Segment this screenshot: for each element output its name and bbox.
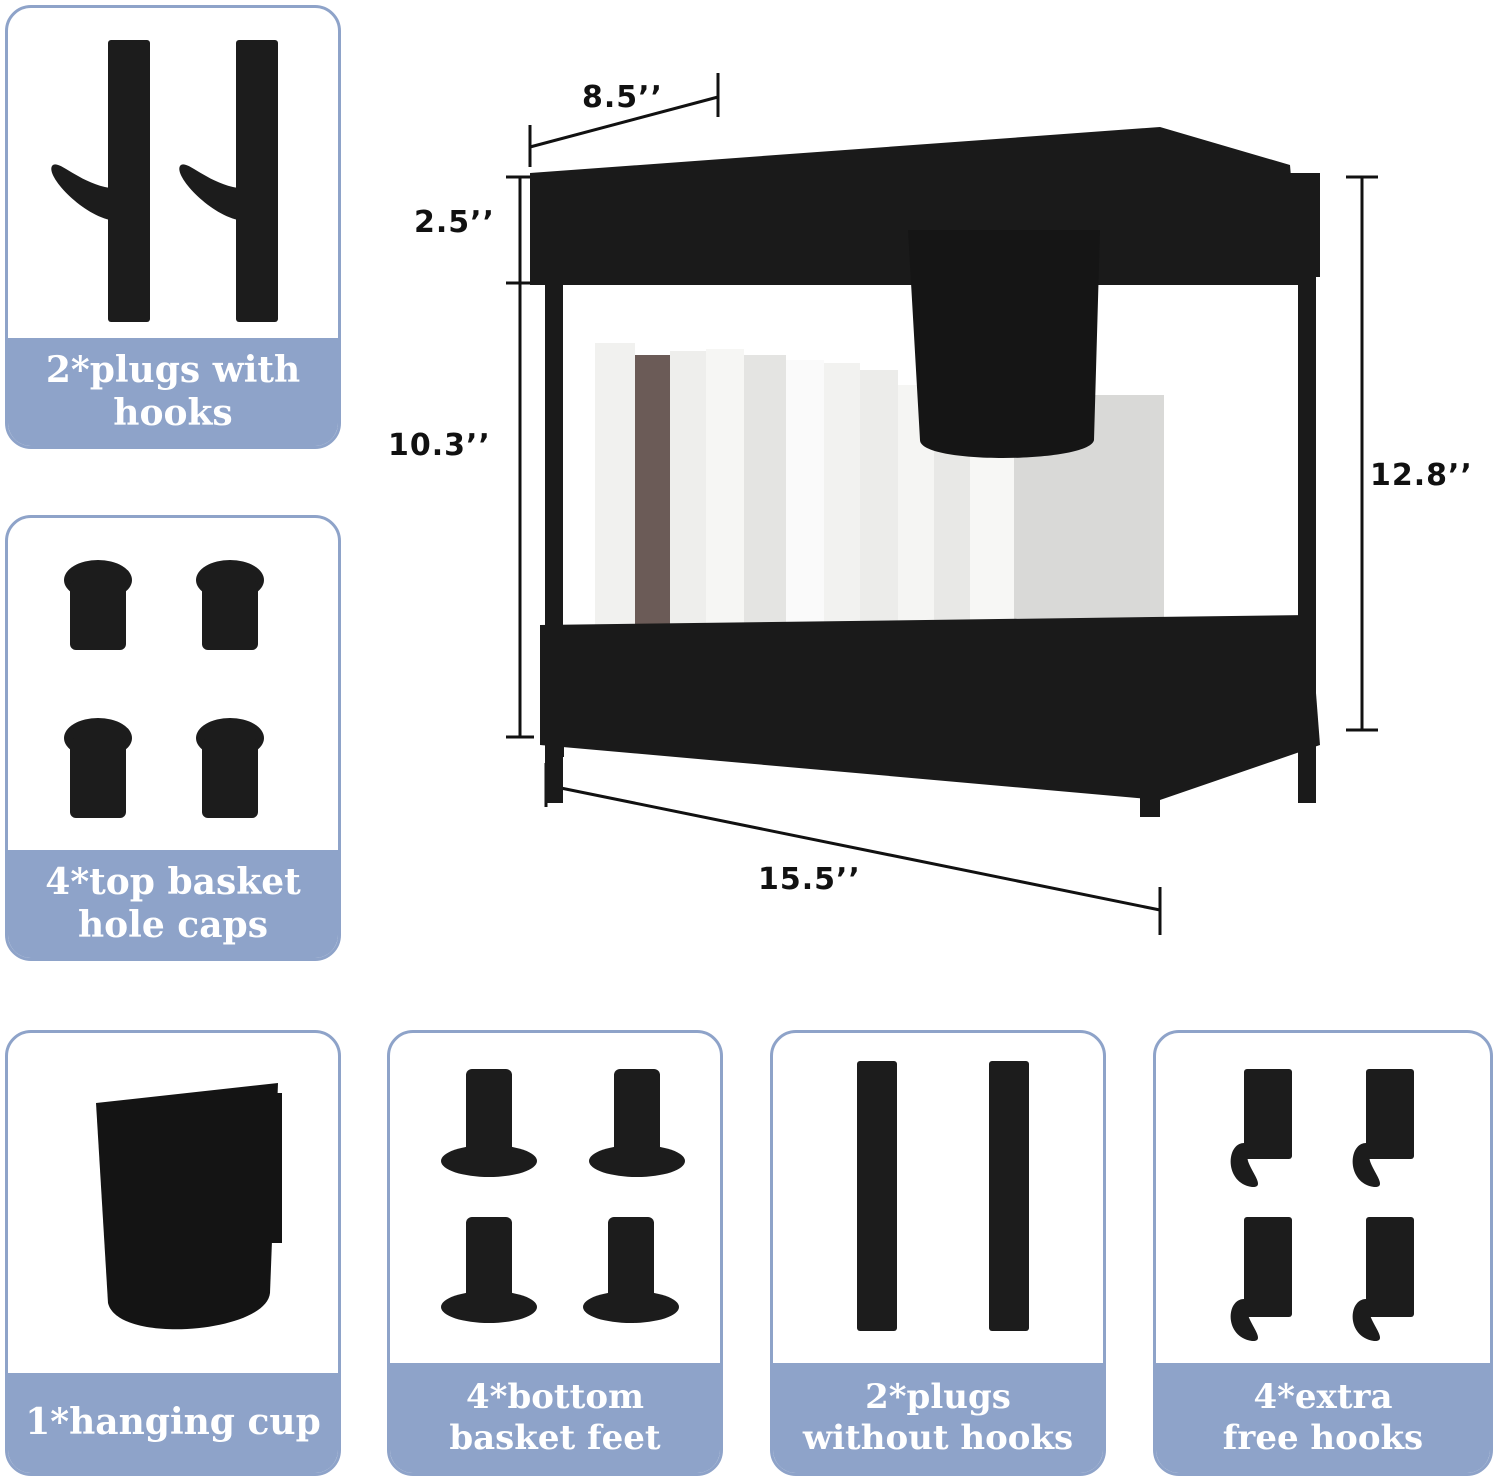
label-hole-caps: 4*top basket hole caps — [8, 850, 338, 958]
dimension-depth: 8.5’’ — [582, 80, 663, 115]
label-plugs-with-hooks: 2*plugs with hooks — [8, 338, 338, 446]
free-hook-icon — [1230, 1069, 1414, 1342]
label-extra-hooks: 4*extra free hooks — [1156, 1363, 1490, 1473]
label-plugs-without-hooks: 2*plugs without hooks — [773, 1363, 1103, 1473]
dimension-lines — [506, 73, 1378, 935]
dimension-top-height: 2.5’’ — [414, 205, 495, 240]
card-plugs-with-hooks: 2*plugs with hooks — [5, 5, 341, 449]
cup-on-shelf — [908, 230, 1100, 459]
card-hole-caps: 4*top basket hole caps — [5, 515, 341, 961]
card-bottom-feet: 4*bottom basket feet — [387, 1030, 723, 1476]
shelf-frame — [530, 127, 1320, 803]
label-hanging-cup: 1*hanging cup — [8, 1373, 338, 1473]
bottom-basket — [540, 615, 1320, 817]
label-bottom-feet: 4*bottom basket feet — [390, 1363, 720, 1473]
hole-cap-icon — [64, 560, 264, 818]
basket-foot-icon — [441, 1069, 685, 1323]
card-plugs-without-hooks: 2*plugs without hooks — [770, 1030, 1106, 1476]
card-extra-hooks: 4*extra free hooks — [1153, 1030, 1493, 1476]
card-hanging-cup: 1*hanging cup — [5, 1030, 341, 1476]
hanging-cup-icon — [96, 1083, 282, 1330]
dimension-width: 15.5’’ — [758, 862, 861, 897]
dimension-lower-height: 10.3’’ — [388, 428, 491, 463]
dimension-total-height: 12.8’’ — [1370, 458, 1473, 493]
plug-with-hook-icon — [51, 40, 278, 322]
plug-without-hook-icon — [857, 1061, 1029, 1331]
organizer-illustration — [506, 73, 1378, 935]
